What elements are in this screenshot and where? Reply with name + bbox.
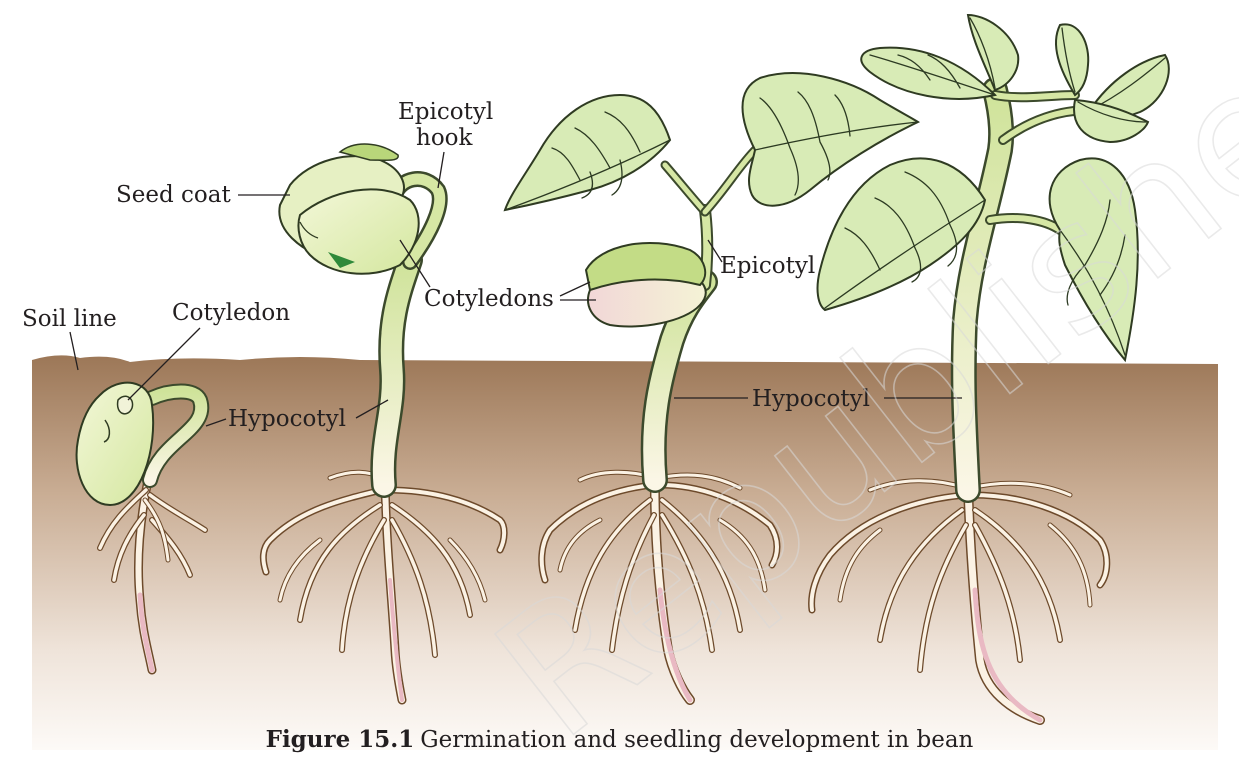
- soil: [32, 355, 1218, 750]
- label-cotyledon: Cotyledon: [172, 300, 290, 326]
- figure-caption-text: Germination and seedling development in …: [420, 727, 974, 753]
- stage2-roots: [259, 469, 508, 705]
- label-hypocotyl-shared: Hypocotyl: [752, 386, 870, 412]
- figure-number: Figure 15.1: [265, 726, 415, 753]
- stage1-roots: [97, 475, 208, 675]
- label-cotyledons: Cotyledons: [424, 286, 554, 312]
- stage1-seed: [75, 381, 155, 507]
- stage3-left-leaf: [503, 93, 672, 212]
- label-epicotyl-hook-2: hook: [416, 125, 474, 151]
- stage4-roots: [808, 478, 1111, 725]
- seedling-stage-3: [503, 72, 921, 705]
- stage4-leaf-right: [1048, 157, 1139, 363]
- seedling-stage-1: [75, 381, 210, 675]
- stage4-leaf-mid-right: [1073, 98, 1150, 144]
- label-epicotyl-hook-1: Epicotyl: [398, 99, 493, 125]
- labels: Soil line Cotyledon Hypocotyl Seed coat …: [22, 99, 962, 432]
- label-soil-line: Soil line: [22, 306, 117, 332]
- seedling-stage-4: [808, 13, 1170, 725]
- label-epicotyl: Epicotyl: [720, 253, 815, 279]
- stage4-leaf-top: [966, 13, 1020, 92]
- seedling-stage-2: [259, 143, 508, 705]
- label-seed-coat: Seed coat: [116, 182, 231, 208]
- stage4-leaf-left: [816, 157, 987, 312]
- label-hypocotyl-stage1: Hypocotyl: [228, 406, 346, 432]
